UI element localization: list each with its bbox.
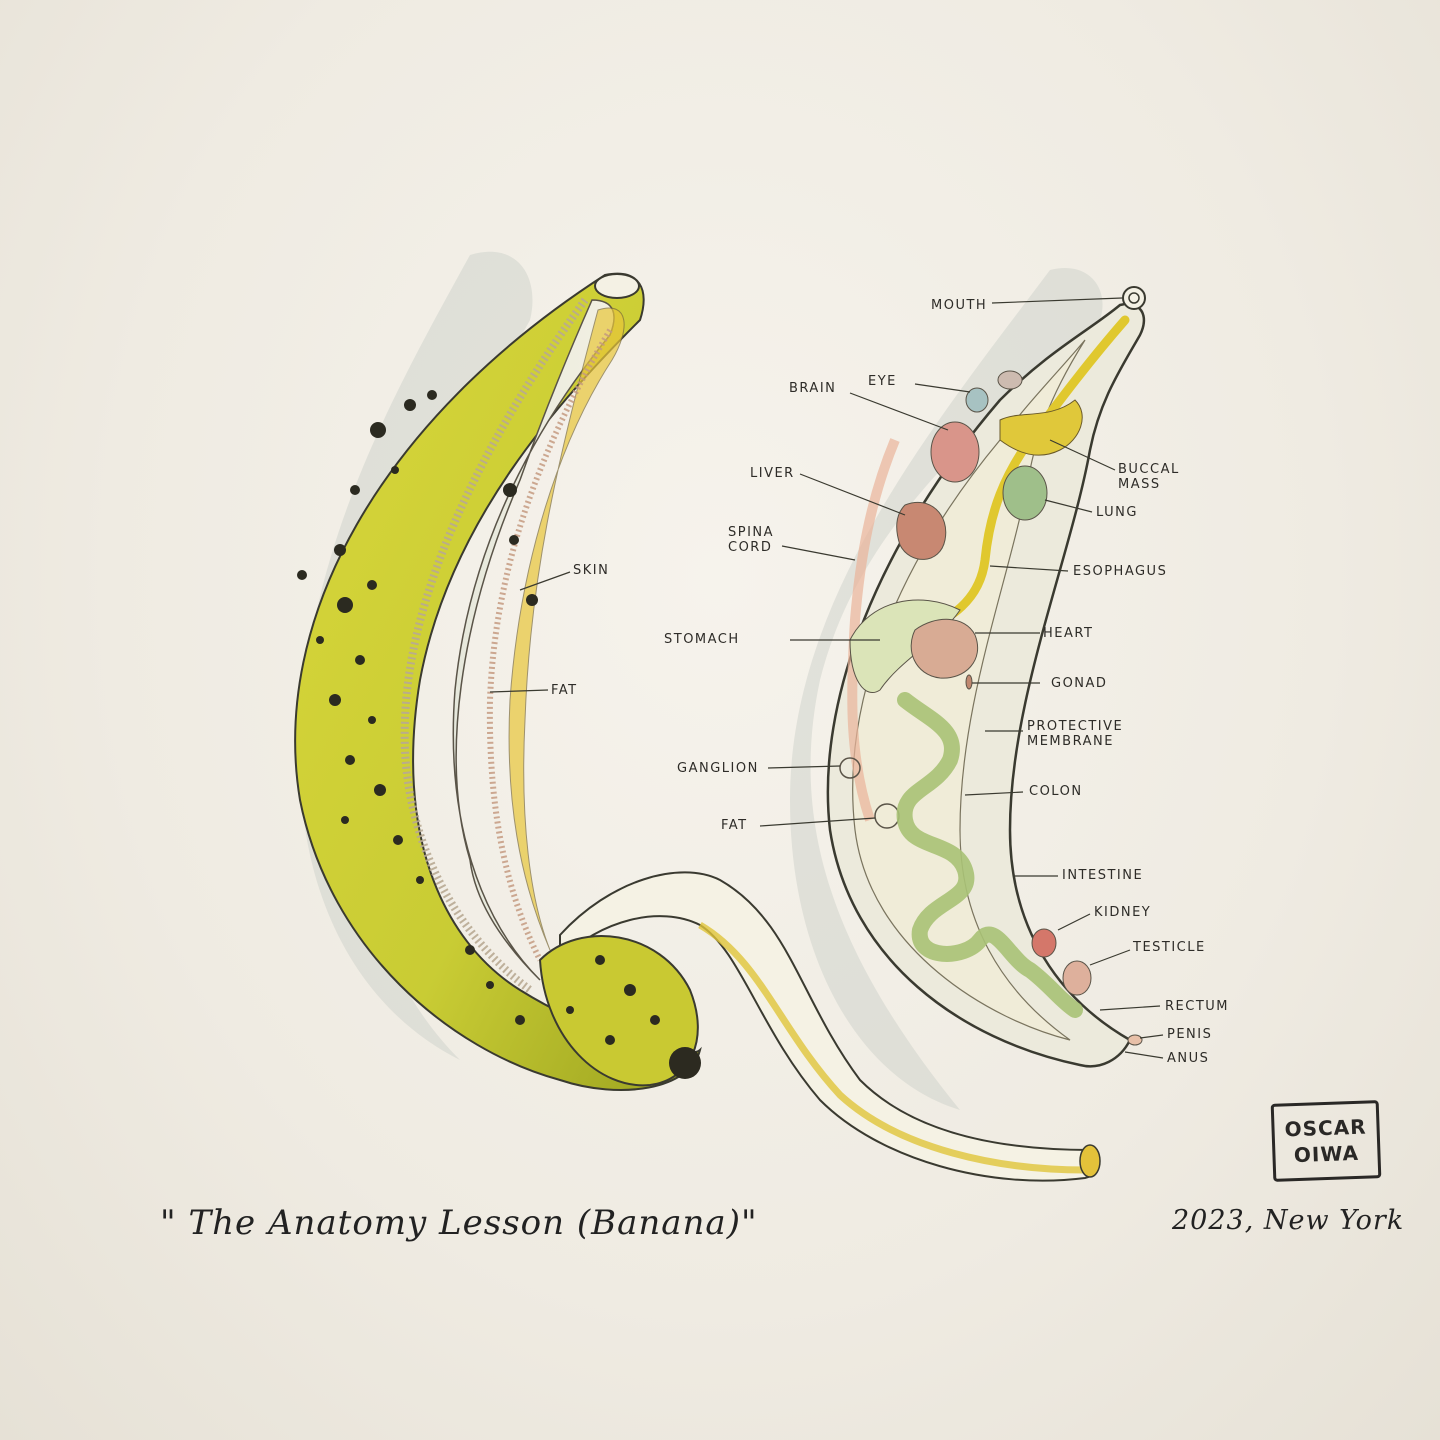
left-banana-rib-inner xyxy=(486,328,613,962)
label-heart: HEART xyxy=(1043,626,1094,641)
label-fat-right: FAT xyxy=(721,818,748,833)
right-banana-heart xyxy=(910,618,978,679)
label-stomach: STOMACH xyxy=(664,632,740,647)
label-gonad: GONAD xyxy=(1051,676,1108,691)
label-buccal-mass: BUCCAL MASS xyxy=(1118,462,1180,492)
label-intestine: INTESTINE xyxy=(1062,868,1144,883)
label-penis: PENIS xyxy=(1167,1027,1213,1042)
right-banana-brain xyxy=(930,421,980,483)
left-banana-blossom-end xyxy=(669,1047,701,1079)
label-lung: LUNG xyxy=(1096,505,1138,520)
right-banana-buccal-mass xyxy=(999,399,1083,456)
label-liver: LIVER xyxy=(750,466,795,481)
artist-signature-stamp: OSCAR OIWA xyxy=(1270,1100,1382,1182)
label-protective-membrane: PROTECTIVE MEMBRANE xyxy=(1027,719,1124,749)
right-banana-lung xyxy=(1002,465,1048,521)
right-banana-mouth xyxy=(1122,286,1146,310)
label-mouth: MOUTH xyxy=(931,298,988,313)
right-banana-membrane xyxy=(852,339,1086,1041)
stamp-line-1: OSCAR xyxy=(1284,1114,1367,1142)
right-banana-liver xyxy=(896,502,947,560)
label-brain: BRAIN xyxy=(789,381,837,396)
left-banana xyxy=(294,272,1101,1182)
label-anus: ANUS xyxy=(1167,1051,1210,1066)
right-banana-kidney xyxy=(1031,928,1057,958)
left-banana-peel-tip xyxy=(1079,1144,1101,1178)
right-banana-spinal-cord xyxy=(847,438,900,822)
right-banana xyxy=(826,286,1146,1068)
label-eye: EYE xyxy=(868,374,897,389)
label-colon: COLON xyxy=(1029,784,1083,799)
label-kidney: KIDNEY xyxy=(1094,905,1152,920)
left-banana-peel-flap-edge xyxy=(698,921,1086,1174)
label-rectum: RECTUM xyxy=(1165,999,1229,1014)
right-banana-ganglion xyxy=(839,757,861,779)
label-fat-left: FAT xyxy=(551,683,578,698)
right-banana-intestine xyxy=(896,692,1083,1018)
artwork-title: " The Anatomy Lesson (Banana)" xyxy=(160,1203,758,1243)
right-banana-gonad xyxy=(965,674,973,690)
right-banana-testicle xyxy=(1062,960,1092,996)
label-spinal-cord: SPINA CORD xyxy=(728,525,775,555)
label-ganglion: GANGLION xyxy=(677,761,759,776)
label-testicle: TESTICLE xyxy=(1133,940,1206,955)
right-banana-eye xyxy=(965,387,989,413)
stamp-line-2: OIWA xyxy=(1293,1140,1360,1168)
left-banana-rib-outer xyxy=(400,297,589,994)
label-esophagus: ESOPHAGUS xyxy=(1073,564,1168,579)
left-banana-stem-tip xyxy=(594,273,640,299)
right-banana-penis xyxy=(1127,1034,1143,1046)
label-skin: SKIN xyxy=(573,563,610,578)
artwork-place-date: 2023, New York xyxy=(1172,1205,1405,1236)
leader-lines xyxy=(489,297,1164,1059)
left-banana-spots xyxy=(297,390,660,1045)
